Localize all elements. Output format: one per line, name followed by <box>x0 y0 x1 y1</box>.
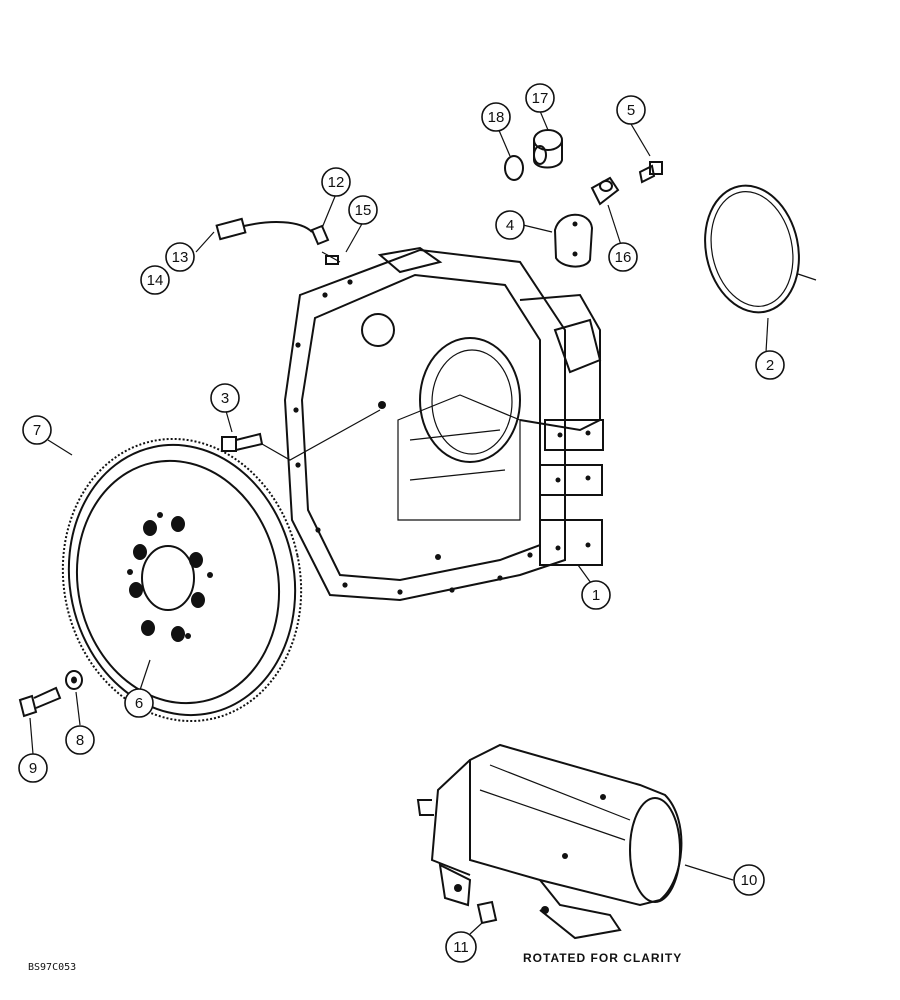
callout-number: 13 <box>172 249 189 266</box>
starter-motor <box>416 743 683 940</box>
flywheel-housing <box>283 246 604 602</box>
callout-number: 2 <box>766 357 774 374</box>
callout-number: 3 <box>221 390 229 407</box>
callout-14: 14 <box>140 265 170 295</box>
figure-reference-code: BS97C053 <box>28 962 76 973</box>
plug-17 <box>533 129 563 169</box>
callout-number: 7 <box>33 422 41 439</box>
callout-10: 10 <box>733 864 765 896</box>
bolt-9 <box>18 686 62 718</box>
callout-16: 16 <box>608 242 638 272</box>
callout-4: 4 <box>495 210 525 240</box>
rotated-caption: ROTATED FOR CLARITY <box>523 951 682 965</box>
callout-number: 12 <box>328 174 345 191</box>
callout-18: 18 <box>481 102 511 132</box>
bracket-16 <box>590 176 620 206</box>
callout-8: 8 <box>65 725 95 755</box>
o-ring-18 <box>504 155 524 181</box>
washer-8 <box>65 670 83 690</box>
callout-7: 7 <box>22 415 52 445</box>
bolt-3 <box>221 409 381 461</box>
callout-12: 12 <box>321 167 351 197</box>
callout-number: 11 <box>453 939 469 956</box>
callout-number: 1 <box>592 587 600 604</box>
callout-13: 13 <box>165 242 195 272</box>
callout-number: 16 <box>615 249 632 266</box>
callout-17: 17 <box>525 83 555 113</box>
callout-number: 18 <box>488 109 505 126</box>
callout-5: 5 <box>616 95 646 125</box>
leader-lines <box>29 110 769 935</box>
callout-number: 17 <box>532 90 549 107</box>
seal-ring-2 <box>704 184 817 314</box>
bolt-5 <box>638 161 663 184</box>
callout-11: 11 <box>445 931 477 963</box>
callout-2: 2 <box>755 350 785 380</box>
callout-number: 8 <box>76 732 84 749</box>
callout-9: 9 <box>18 753 48 783</box>
callout-3: 3 <box>210 383 240 413</box>
speed-sensor <box>215 217 341 265</box>
flywheel <box>61 437 303 723</box>
callout-number: 9 <box>29 760 37 777</box>
cover-plate-4 <box>553 213 594 268</box>
callout-number: 10 <box>741 872 758 889</box>
callout-number: 5 <box>627 102 635 119</box>
callout-6: 6 <box>124 688 154 718</box>
callout-number: 14 <box>147 272 164 289</box>
callout-number: 4 <box>506 217 514 234</box>
callout-15: 15 <box>348 195 378 225</box>
callout-number: 6 <box>135 695 143 712</box>
callout-1: 1 <box>581 580 611 610</box>
callout-number: 15 <box>355 202 372 219</box>
